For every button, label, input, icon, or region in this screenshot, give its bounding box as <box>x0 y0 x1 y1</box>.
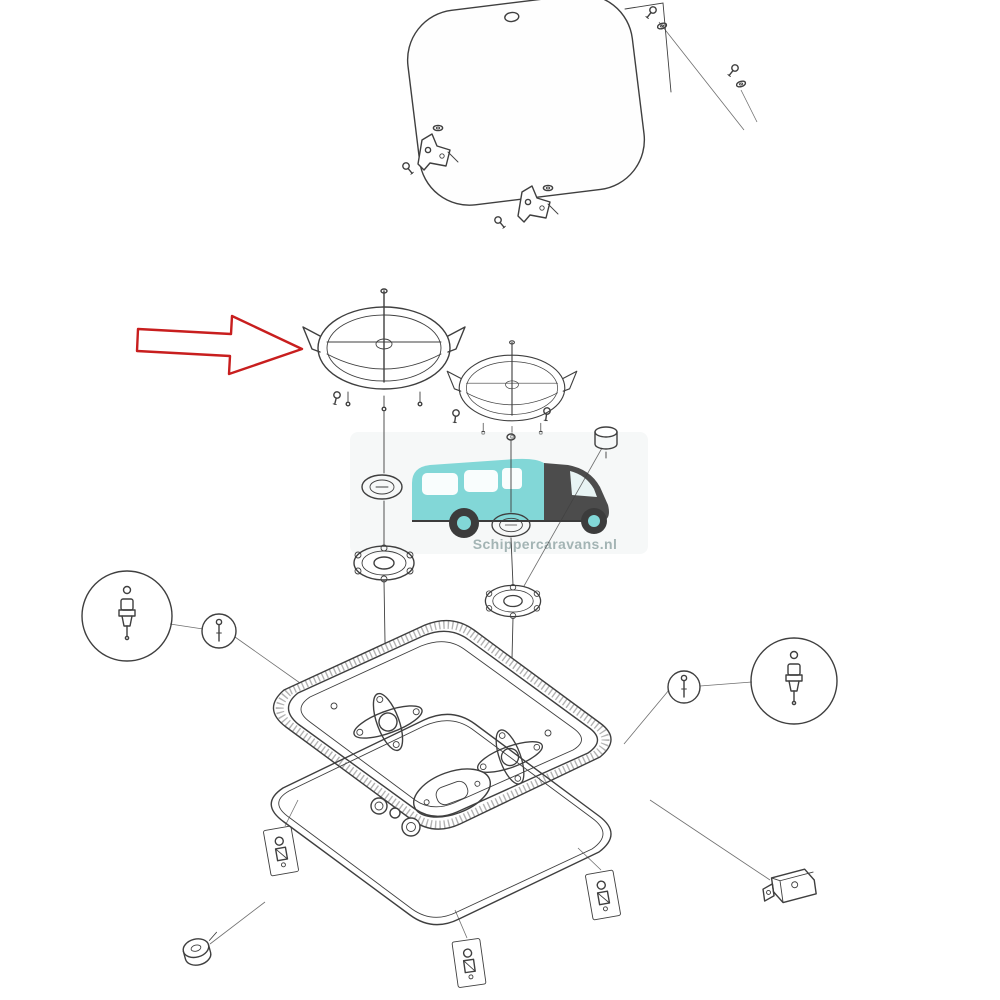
lid-screws <box>643 4 758 131</box>
lid-hinge-right <box>492 184 559 231</box>
glass-lid <box>406 0 672 206</box>
pointer-arrow <box>135 314 304 376</box>
mounting-nuts <box>370 797 421 837</box>
ignition-detail-left <box>81 570 301 684</box>
lid-hinge-left <box>400 124 459 177</box>
burner-cap <box>594 426 618 459</box>
hob-tray <box>272 619 612 830</box>
clip-plate-right <box>577 847 622 921</box>
ignition-opening <box>413 768 491 818</box>
support-screws <box>330 390 552 424</box>
pan-support-large <box>302 288 466 412</box>
clip-plate-left <box>262 799 300 877</box>
seal-gasket <box>270 713 612 926</box>
pan-support-small <box>446 340 578 439</box>
watermark-text: Schippercaravans.nl <box>473 536 618 552</box>
ignition-detail-right <box>623 637 838 745</box>
gas-valve-knob <box>182 931 218 966</box>
watermark: Schippercaravans.nl <box>350 432 648 554</box>
clip-plate-bottom <box>451 909 487 989</box>
burner-bracket <box>762 868 817 904</box>
